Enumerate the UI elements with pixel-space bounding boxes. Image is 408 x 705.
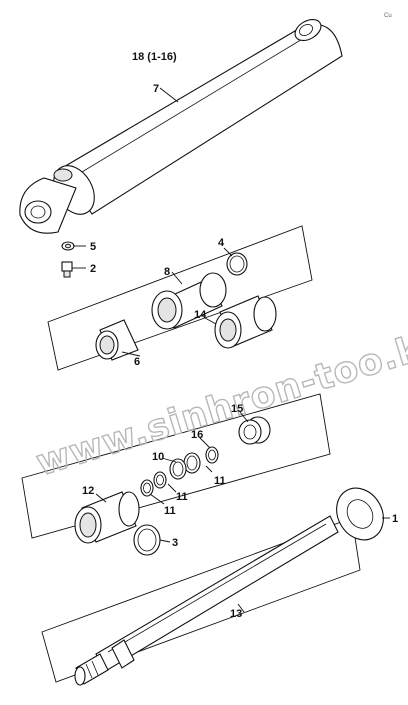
- callout-12: 12: [82, 485, 94, 497]
- callout-14: 14: [194, 309, 207, 321]
- callout-5: 5: [90, 241, 96, 253]
- callout-assembly-18: 18 (1-16): [132, 51, 177, 63]
- callout-6: 6: [134, 356, 140, 368]
- callout-10: 10: [152, 451, 164, 463]
- callout-15: 15: [231, 403, 243, 415]
- callout-labels: 18 (1-16) 7 5 2 4 8 14 6 15 16 10 11 11 …: [82, 51, 398, 620]
- callout-13: 13: [230, 608, 242, 620]
- rod-eye-part-1: [336, 487, 384, 541]
- ring-part-15: [238, 416, 271, 445]
- callout-16: 16: [191, 429, 203, 441]
- o-ring-part-4: [226, 252, 248, 276]
- grease-fitting-part-2: [61, 261, 73, 278]
- piston-part-12: [74, 491, 140, 544]
- callout-1: 1: [392, 513, 398, 525]
- cylinder-barrel-part-7: [19, 18, 343, 234]
- bushing-part-6: [95, 319, 139, 361]
- seal-part-10: [169, 452, 201, 480]
- callout-8: 8: [164, 266, 170, 278]
- callout-11-c: 11: [164, 505, 176, 517]
- frame-rod-group: [41, 517, 361, 683]
- gland-part-8: [151, 272, 227, 330]
- wear-ring-part-3: [133, 524, 161, 556]
- callout-7: 7: [153, 83, 159, 95]
- frame-gland-group: [47, 225, 313, 371]
- corner-mark: Cu: [384, 13, 392, 19]
- watermark-text: www.sinhron-too.kz: [32, 322, 408, 485]
- callout-2: 2: [90, 263, 96, 275]
- frame-seal-group: [21, 393, 331, 539]
- seal-part-11: [140, 471, 167, 497]
- callout-11-b: 11: [176, 491, 188, 503]
- seal-part-16: [205, 446, 219, 464]
- washer-part-5: [61, 241, 75, 251]
- piston-part-14: [214, 295, 277, 349]
- leader-lines: [72, 87, 390, 613]
- callout-11-a: 11: [214, 475, 226, 487]
- piston-rod-part-13: [74, 515, 339, 686]
- callout-3: 3: [172, 537, 178, 549]
- callout-4: 4: [218, 237, 225, 249]
